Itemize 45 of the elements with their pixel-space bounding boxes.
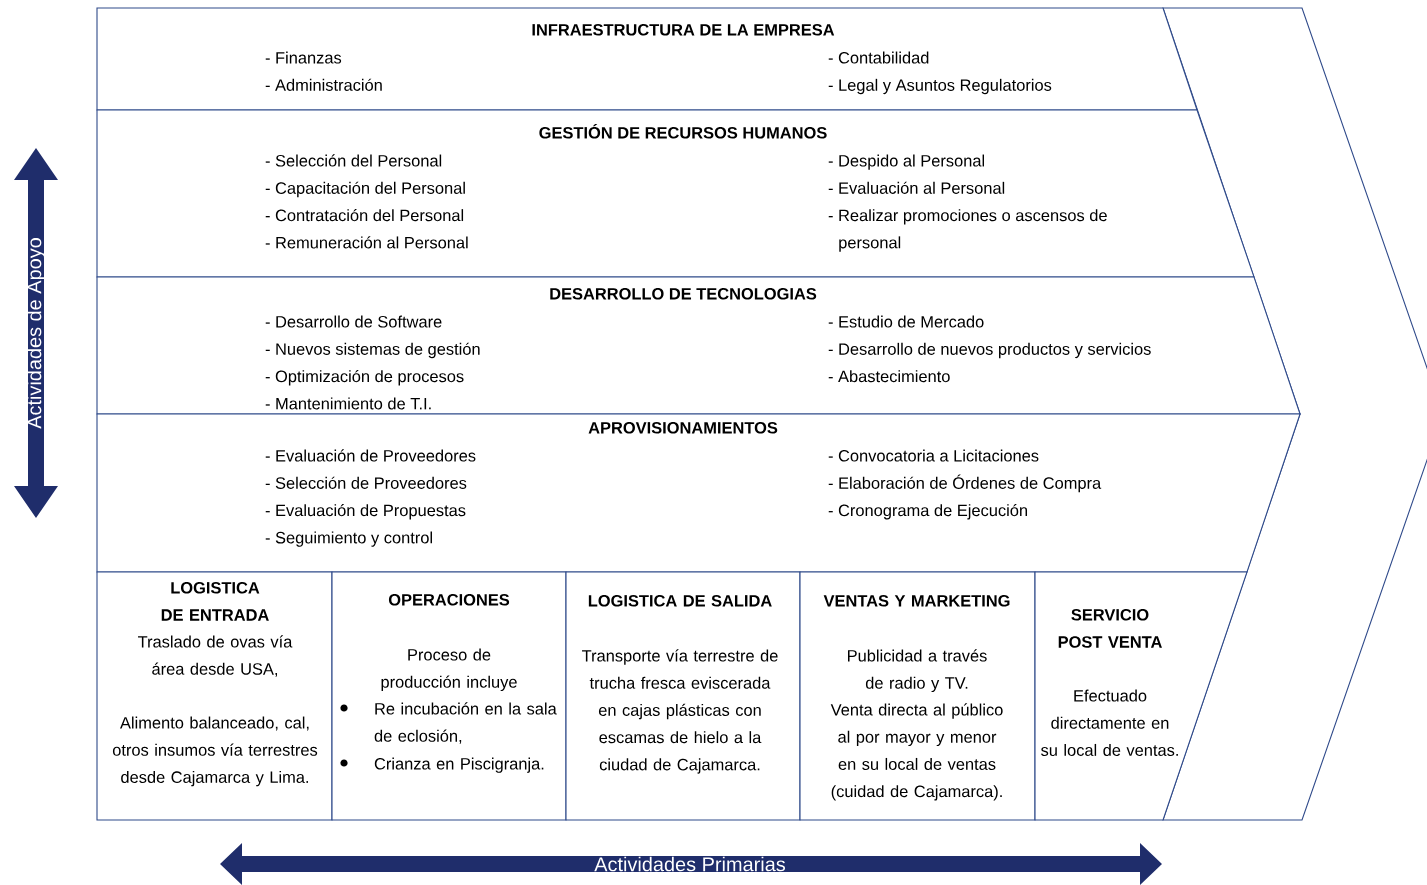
list-item: - Selección de Proveedores <box>265 476 467 489</box>
list-item: - Evaluación de Propuestas <box>265 503 466 520</box>
list-item: - Desarrollo de nuevos productos y servicios <box>828 342 1151 359</box>
box-text: Traslado de ovas vía área desde USA, <box>138 635 293 677</box>
list-item: - Mantenimiento de T.I. <box>265 397 431 410</box>
box-text: Transporte vía terrestre de trucha fresca eviscerada en cajas plásticas con escamas de hielo a la ciudad de Cajamarca. <box>582 649 778 774</box>
list-item: - Realizar promociones o ascensos de personal <box>828 209 1107 252</box>
box-heading: SERVICIO POST VENTA <box>1058 608 1162 648</box>
box-text: Publicidad a través de radio y TV. <box>848 649 987 693</box>
bullet-text: Re incubación en la sala de eclosión, <box>374 702 557 744</box>
list-item: - Finanzas <box>265 51 342 64</box>
list-item: - Despido al Personal <box>828 154 985 170</box>
band-heading: APROVISIONAMIENTOS <box>588 421 778 434</box>
list-item: - Abastecimiento <box>828 370 950 383</box>
list-item: - Contratación del Personal <box>265 208 464 222</box>
list-item: - Estudio de Mercado <box>828 315 984 328</box>
box-text: Proceso de producción incluye <box>381 648 517 692</box>
list-item: - Selección del Personal <box>265 154 442 167</box>
band-heading: DESARROLLO DE TECNOLOGIAS <box>550 287 817 300</box>
arrow-label: Actividades de Apoyo <box>26 238 46 429</box>
arrow-label: Actividades Primarias <box>594 856 785 872</box>
list-item: - Nuevos sistemas de gestión <box>265 342 480 359</box>
band-heading: GESTIÓN DE RECURSOS HUMANOS <box>539 123 827 139</box>
list-item: - Administración <box>265 78 382 91</box>
bullet-text: Crianza en Piscigranja. <box>374 757 544 773</box>
box-heading: OPERACIONES <box>388 593 510 606</box>
list-item: - Legal y Asuntos Regulatorios <box>828 78 1052 95</box>
list-item: - Cronograma de Ejecución <box>828 503 1027 520</box>
box-text: Efectuado directamente en su local de ventas. <box>1041 689 1178 756</box>
list-item: - Contabilidad <box>828 51 929 64</box>
list-item: - Capacitación del Personal <box>265 181 465 198</box>
box-heading: LOGISTICA DE ENTRADA <box>161 581 269 621</box>
list-item: - Evaluación al Personal <box>828 181 1005 194</box>
box-heading: VENTAS Y MARKETING <box>823 594 1010 607</box>
box-heading: LOGISTICA DE SALIDA <box>588 594 772 607</box>
box-text: Venta directa al público al por mayor y menor en su local de ventas (cuidad de Cajamarca). <box>830 703 1003 801</box>
list-item: - Desarrollo de Software <box>265 315 442 328</box>
list-item: - Optimización de procesos <box>265 369 464 386</box>
list-item: - Seguimiento y control <box>265 531 432 547</box>
list-item: - Remuneración al Personal <box>265 236 468 249</box>
band-heading: INFRAESTRUCTURA DE LA EMPRESA <box>532 23 835 36</box>
list-item: - Elaboración de Órdenes de Compra <box>828 474 1102 493</box>
list-item: - Evaluación de Proveedores <box>265 449 476 462</box>
list-item: - Convocatoria a Licitaciones <box>828 449 1039 462</box>
box-text: Alimento balanceado, cal, otros insumos vía terrestres desde Cajamarca y Lima. <box>112 716 318 787</box>
